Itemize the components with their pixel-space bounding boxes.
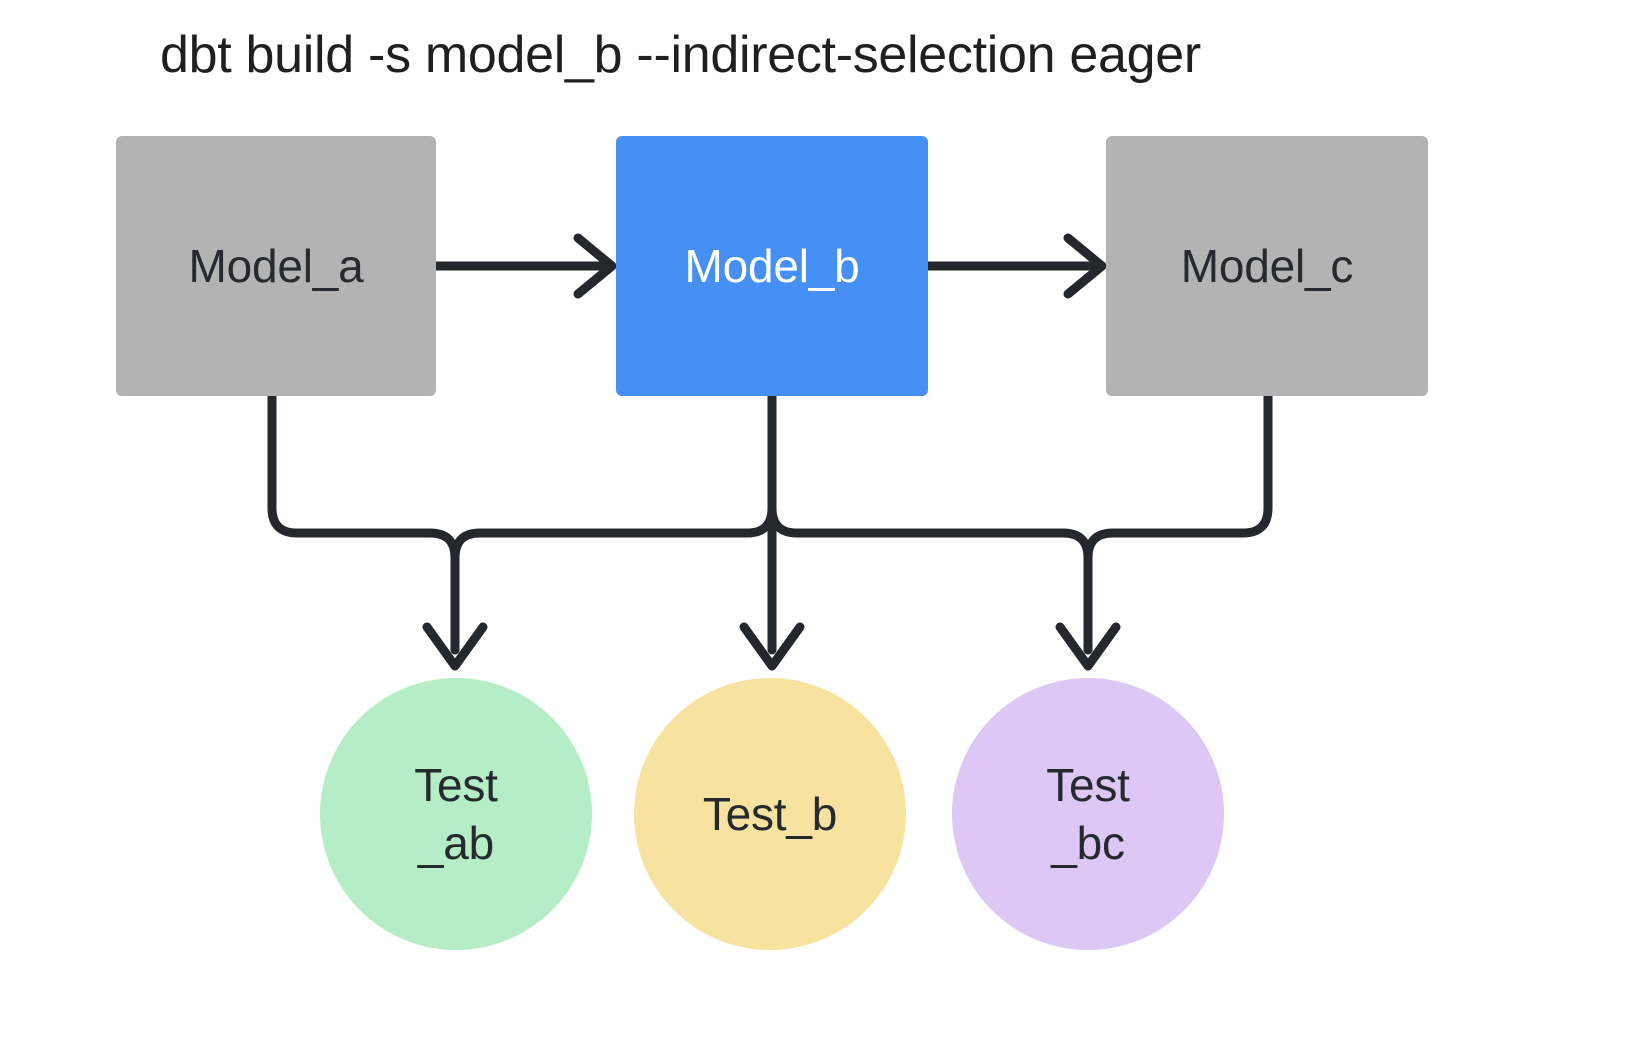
node-test-bc-label: Test _bc (1046, 759, 1130, 869)
node-test-b[interactable]: Test_b (634, 678, 906, 950)
edge-model-b-to-test-ab (450, 391, 777, 655)
node-model-a[interactable]: Model_a (116, 136, 436, 396)
edge-arrowhead-test-bc (1055, 622, 1121, 671)
edge-model-a-to-test-ab (267, 391, 460, 655)
node-model-c-label: Model_c (1180, 240, 1354, 292)
node-model-a-label: Model_a (188, 240, 364, 292)
node-model-b-label: Model_b (684, 240, 860, 292)
edge-model-b-to-test-bc (767, 391, 1093, 655)
node-test-bc[interactable]: Test _bc (952, 678, 1224, 950)
edge-arrowhead-test-b (739, 622, 805, 671)
diagram-title: dbt build -s model_b --indirect-selectio… (160, 26, 1201, 84)
edge-model-c-to-test-bc (1083, 391, 1273, 655)
node-test-ab[interactable]: Test _ab (320, 678, 592, 950)
node-test-b-label: Test_b (702, 788, 838, 840)
node-model-b[interactable]: Model_b (616, 136, 928, 396)
node-model-c[interactable]: Model_c (1106, 136, 1428, 396)
edge-arrowhead-model-c (1063, 233, 1107, 299)
edge-arrowhead-model-b (573, 233, 617, 299)
node-test-ab-label: Test _ab (414, 759, 498, 869)
edge-arrowhead-test-ab (422, 622, 488, 671)
